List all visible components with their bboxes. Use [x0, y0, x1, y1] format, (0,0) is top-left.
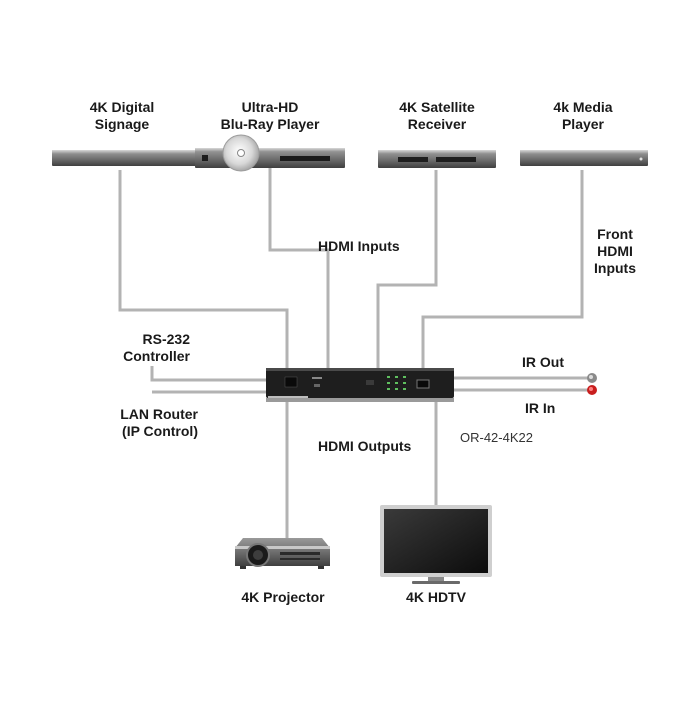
digital-signage-device	[52, 150, 196, 166]
cable-digital-signage	[118, 170, 289, 372]
label-lan-router: LAN Router (IP Control)	[120, 406, 198, 439]
label-digital-signage: 4K Digital Signage	[89, 99, 155, 132]
satellite-receiver-device	[378, 150, 496, 168]
label-front-hdmi-inputs: Front HDMI Inputs	[594, 226, 636, 276]
hdmi-switch-device	[266, 368, 454, 402]
label-ir-in: IR In	[525, 400, 556, 416]
hdtv-device	[380, 505, 492, 584]
label-satellite-receiver: 4K Satellite Receiver	[399, 99, 475, 132]
label-media-player: 4k Media Player	[553, 99, 613, 132]
cable-rs232	[150, 366, 270, 382]
label-rs232-controller: RS-232 Controller	[123, 331, 190, 364]
ir-in-led	[587, 385, 597, 395]
label-projector: 4K Projector	[241, 589, 325, 605]
cables	[118, 168, 588, 538]
cable-media-player	[421, 170, 584, 378]
cable-bluray	[268, 168, 330, 372]
media-player-device	[520, 150, 648, 166]
label-model-number: OR-42-4K22	[460, 430, 533, 445]
label-hdmi-inputs: HDMI Inputs	[318, 238, 400, 254]
ir-out-led	[587, 373, 597, 383]
label-hdmi-outputs: HDMI Outputs	[318, 438, 412, 454]
label-bluray-player: Ultra-HD Blu-Ray Player	[220, 99, 320, 132]
label-ir-out: IR Out	[522, 354, 564, 370]
bluray-player-device	[195, 134, 345, 172]
projector-device	[235, 538, 330, 569]
label-hdtv: 4K HDTV	[406, 589, 466, 605]
cable-satellite	[376, 170, 438, 372]
